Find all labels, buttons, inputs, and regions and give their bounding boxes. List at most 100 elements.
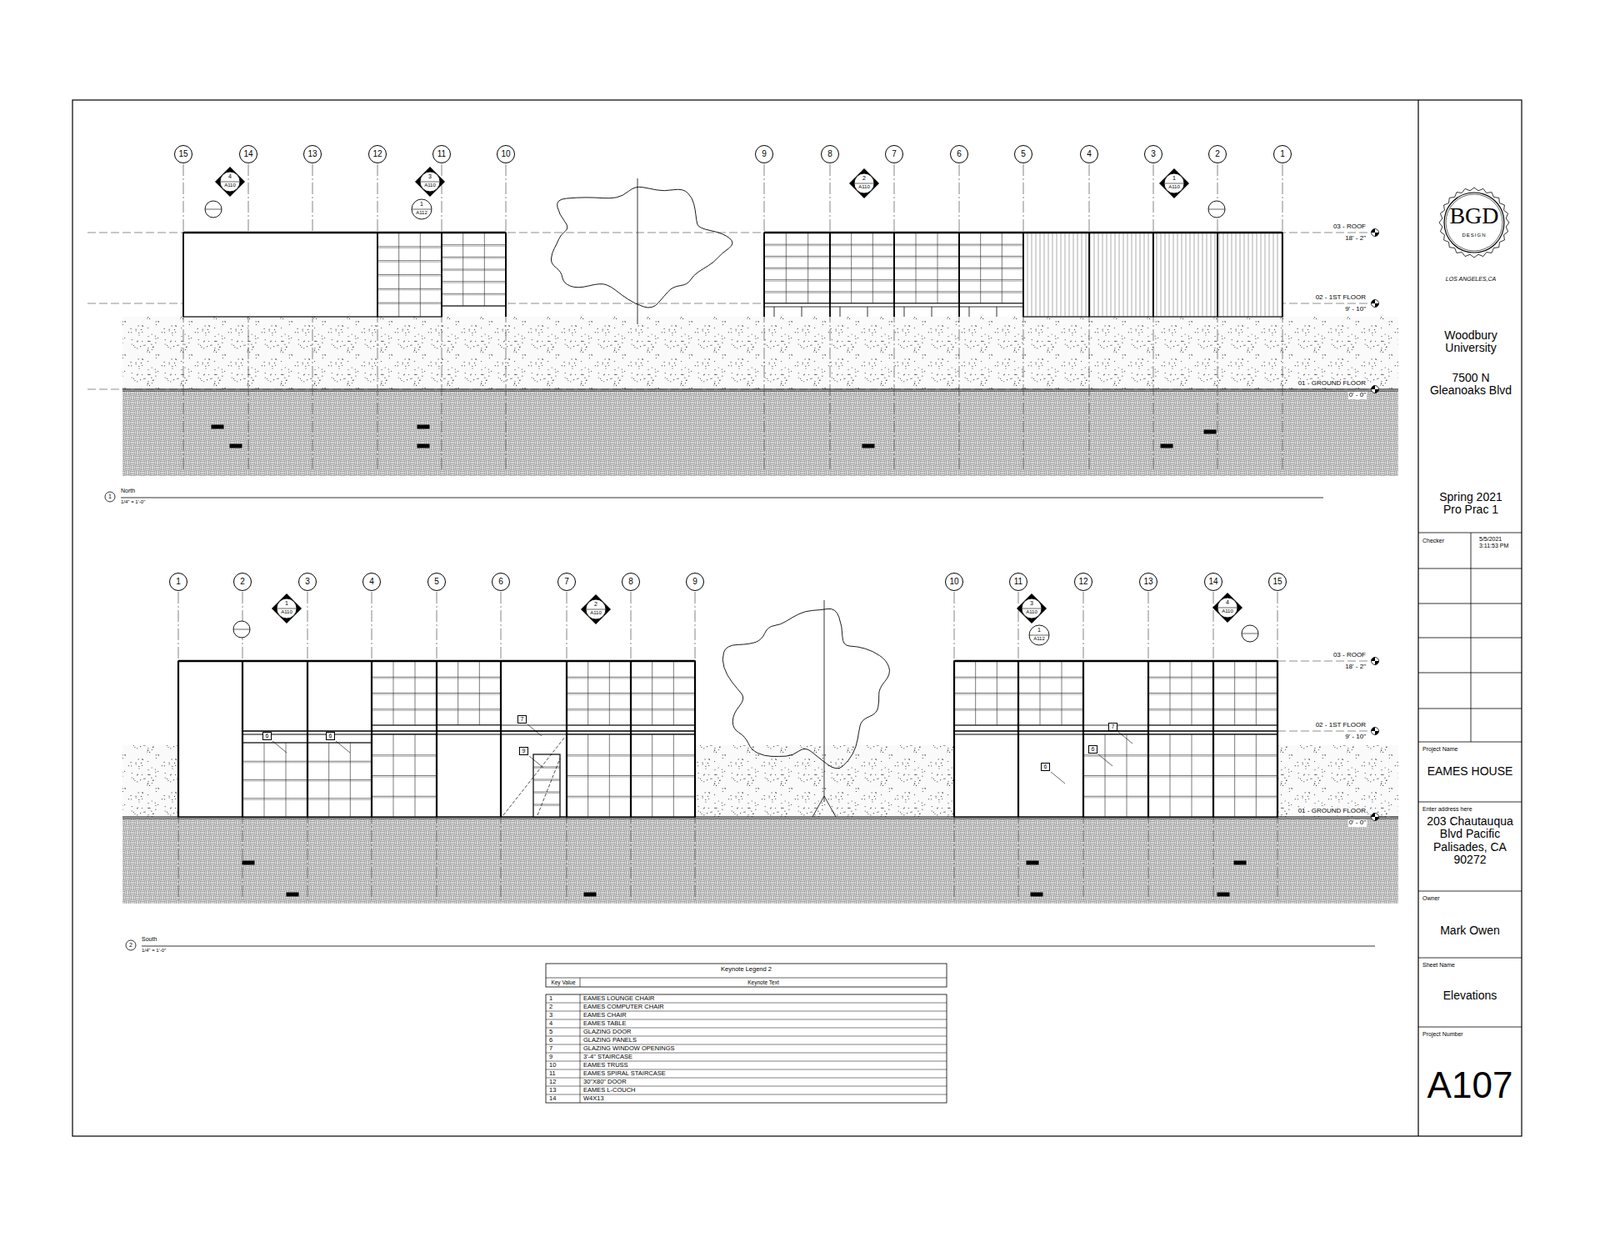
grid-line bbox=[371, 591, 373, 900]
mullion bbox=[630, 775, 695, 776]
support-leg bbox=[801, 306, 803, 317]
grid-line bbox=[1083, 591, 1085, 900]
mullion bbox=[959, 290, 1024, 292]
siding-line bbox=[1127, 232, 1129, 317]
grid-bubble: 9 bbox=[685, 572, 705, 591]
mullion bbox=[371, 754, 437, 755]
glazing-panel bbox=[307, 742, 372, 817]
marker-text: A110 bbox=[1219, 608, 1236, 615]
marker-text: A110 bbox=[855, 184, 873, 190]
mullion bbox=[630, 708, 695, 710]
siding-line bbox=[1165, 232, 1166, 317]
title-text: 5/5/2021 3:11:53 PM bbox=[1479, 535, 1520, 549]
mullion bbox=[242, 799, 308, 800]
table-cell: GLAZING DOOR bbox=[583, 1028, 632, 1035]
glazing-panel bbox=[1148, 660, 1214, 725]
level-label: 18' - 2" bbox=[1344, 235, 1367, 243]
grid-bubble: 4 bbox=[1080, 145, 1099, 164]
grid-line bbox=[441, 164, 443, 470]
steel-column bbox=[306, 660, 309, 817]
grid-line bbox=[764, 164, 765, 470]
support-leg bbox=[840, 306, 841, 317]
mullion bbox=[1213, 677, 1278, 679]
mullion bbox=[1213, 754, 1278, 755]
grid-bubble: 1 bbox=[169, 572, 188, 591]
section-marker bbox=[1241, 625, 1259, 642]
footing bbox=[286, 892, 300, 897]
table-cell: EAMES L-COUCH bbox=[583, 1086, 636, 1094]
table-cell: Keynote Legend 2 bbox=[545, 965, 947, 973]
mullion bbox=[1148, 708, 1214, 710]
siding-line bbox=[1119, 232, 1120, 317]
marker-text: A110 bbox=[278, 609, 295, 615]
tree-crown bbox=[550, 186, 733, 308]
earth-stipple bbox=[122, 316, 1399, 390]
siding-line bbox=[1090, 232, 1091, 317]
grid-number: 6 bbox=[950, 145, 968, 163]
grid-bubble: 4 bbox=[362, 572, 381, 591]
mullion bbox=[371, 776, 437, 778]
mullion bbox=[1018, 676, 1084, 678]
elevation-marker bbox=[271, 593, 302, 624]
mullion bbox=[954, 694, 1019, 695]
mullion bbox=[307, 797, 372, 799]
level-line bbox=[1277, 730, 1370, 732]
marker-divider bbox=[276, 608, 297, 610]
mullion bbox=[307, 799, 372, 800]
table-cell: 12 bbox=[549, 1078, 556, 1085]
level-line bbox=[1277, 660, 1370, 662]
marker-divider bbox=[1021, 608, 1042, 610]
grid-bubble: 6 bbox=[491, 572, 510, 591]
title-block-row bbox=[1418, 532, 1522, 534]
solid-panel bbox=[183, 232, 378, 317]
grid-line bbox=[954, 591, 955, 900]
siding-line bbox=[1231, 232, 1233, 317]
mullion bbox=[959, 292, 1024, 294]
level-line bbox=[87, 389, 1370, 390]
grid-number: 5 bbox=[428, 573, 445, 590]
glazing-panel bbox=[894, 232, 960, 304]
mullion bbox=[436, 692, 501, 694]
steel-column bbox=[1212, 660, 1215, 817]
siding-line bbox=[1173, 232, 1175, 317]
mullion bbox=[533, 804, 560, 805]
glazing-panel bbox=[630, 734, 695, 817]
mullion bbox=[630, 710, 695, 711]
mullion bbox=[959, 244, 1024, 245]
siding-line bbox=[1227, 232, 1229, 317]
mullion bbox=[1213, 775, 1278, 776]
marker-text: 1 bbox=[1165, 175, 1183, 182]
grid-line bbox=[242, 591, 244, 900]
mullion bbox=[630, 694, 695, 695]
grid-bubble: 7 bbox=[885, 145, 904, 164]
grid-bubble: 2 bbox=[1208, 145, 1227, 164]
title-cell: OwnerMark Owen bbox=[1418, 890, 1522, 958]
keynote-tag: 7 bbox=[1108, 722, 1118, 731]
elevation-marker bbox=[215, 166, 245, 197]
elevation-marker bbox=[580, 594, 611, 625]
mullion bbox=[1148, 796, 1214, 798]
mullion bbox=[1148, 754, 1214, 755]
grid-line bbox=[1282, 164, 1284, 470]
mullion bbox=[307, 761, 372, 763]
view-title: 1/4" = 1'-0" bbox=[141, 947, 166, 954]
mullion bbox=[566, 796, 631, 798]
level-target-fill bbox=[1371, 657, 1380, 665]
mullion bbox=[371, 692, 437, 694]
title-text: BGD bbox=[1438, 203, 1510, 230]
siding-line bbox=[1081, 232, 1083, 317]
siding-line bbox=[1131, 232, 1133, 317]
mullion bbox=[533, 805, 560, 806]
mullion bbox=[377, 274, 442, 275]
siding-line bbox=[1160, 232, 1162, 317]
mullion bbox=[441, 282, 506, 284]
grid-number: 3 bbox=[1145, 145, 1162, 163]
marker-text: A112 bbox=[1030, 635, 1048, 642]
marker-text: 1 bbox=[278, 600, 295, 607]
siding-line bbox=[1198, 232, 1200, 317]
marker-divider bbox=[220, 181, 240, 183]
section-marker bbox=[205, 200, 222, 218]
steel-column bbox=[241, 660, 244, 817]
footing bbox=[1026, 860, 1040, 865]
grid-number: 7 bbox=[885, 145, 903, 163]
